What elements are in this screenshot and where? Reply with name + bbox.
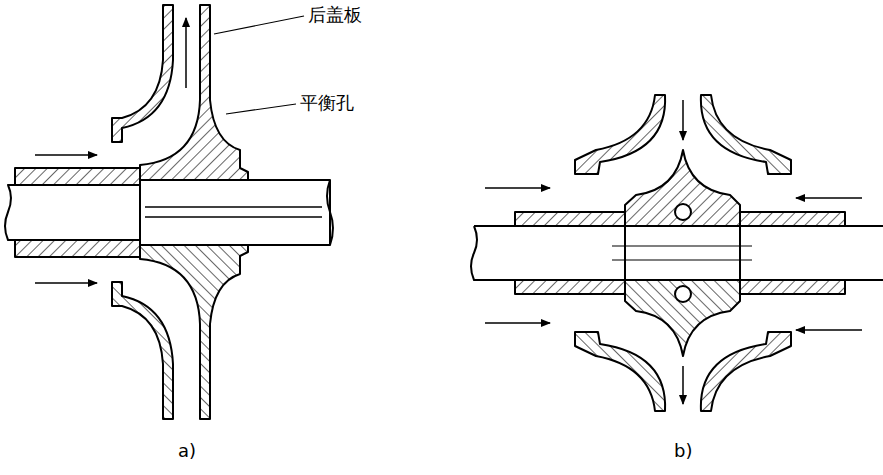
part-name: 后盖板 — [306, 4, 364, 26]
single-suction-impeller — [5, 5, 333, 419]
figure-label: b) — [672, 440, 694, 462]
part-name: 平衡孔 — [298, 92, 356, 114]
double-suction-impeller — [471, 95, 883, 411]
figure-label: a) — [176, 440, 198, 462]
leader-line — [226, 104, 296, 114]
leader-line — [214, 16, 304, 34]
